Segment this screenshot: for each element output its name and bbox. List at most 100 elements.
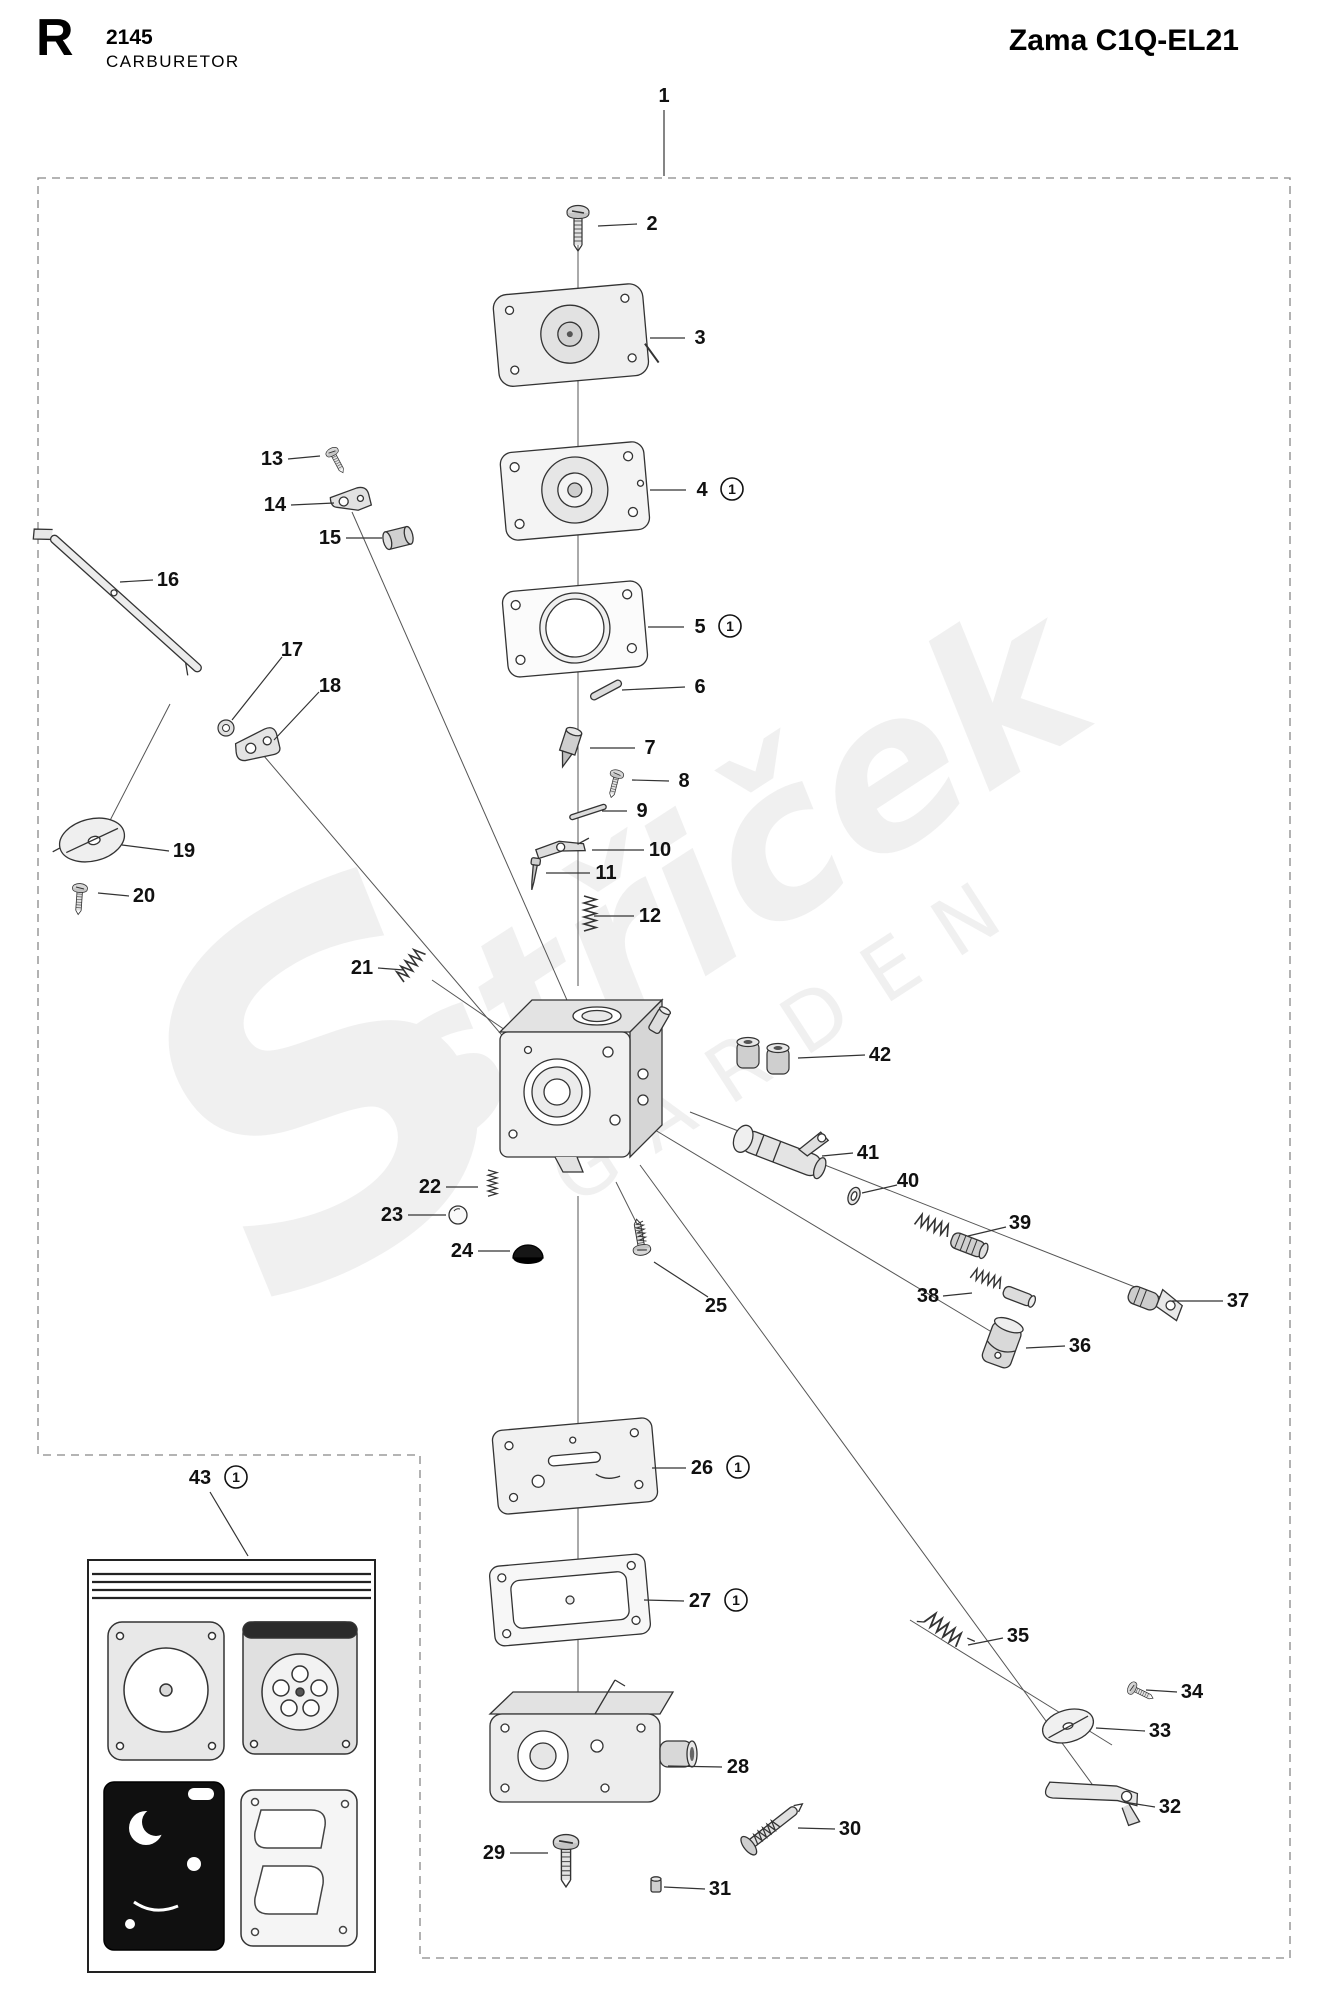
part-label-35: 35: [1007, 1625, 1029, 1647]
part-screw-30: [740, 1802, 804, 1856]
qty-badge-4: 1: [720, 477, 744, 501]
part-choke-rod-16: [32, 528, 202, 676]
part-needle-11: [530, 857, 542, 891]
leader-line-19: [121, 844, 170, 852]
part-pin-9: [569, 803, 607, 821]
leader-line-25: [653, 1261, 709, 1298]
part-label-18: 18: [319, 675, 341, 697]
part-label-16: 16: [157, 569, 179, 591]
leader-line-40: [861, 1184, 898, 1194]
leader-line-31: [663, 1886, 706, 1890]
part-idle-screw-39: [913, 1212, 989, 1260]
leader-line-27: [643, 1599, 685, 1602]
part-washer-40: [847, 1186, 861, 1206]
section-name: CARBURETOR: [106, 52, 240, 71]
leader-line-30: [797, 1827, 836, 1830]
part-swivel-37: [1127, 1285, 1184, 1322]
part-label-1: 1: [658, 85, 669, 107]
part-pump-body-28: [488, 1679, 698, 1803]
part-label-4: 4: [696, 479, 708, 501]
part-label-43: 43: [189, 1467, 211, 1489]
part-disc-33: [1041, 1708, 1095, 1744]
leader-line-20: [97, 892, 130, 897]
kit-black-gasket: [103, 1781, 225, 1951]
part-label-36: 36: [1069, 1335, 1091, 1357]
leader-line-32: [1123, 1801, 1156, 1808]
diagram-boundary: [37, 177, 1291, 1959]
part-label-41: 41: [857, 1142, 879, 1164]
part-gasket-5: [501, 580, 649, 678]
part-label-40: 40: [897, 1170, 919, 1192]
leader-line-43: [209, 1491, 249, 1557]
part-label-32: 32: [1159, 1796, 1181, 1818]
part-label-30: 30: [839, 1818, 861, 1840]
leader-line-16: [119, 579, 154, 583]
part-screw-2: [566, 204, 590, 252]
part-label-24: 24: [451, 1240, 474, 1262]
part-label-31: 31: [709, 1878, 731, 1900]
part-label-28: 28: [727, 1756, 749, 1778]
part-label-10: 10: [649, 839, 671, 861]
watermark: S střiček GARDEN: [38, 550, 1138, 1409]
carburetor-model-title: Zama C1Q-EL21: [1008, 24, 1239, 57]
part-washer-17: [217, 719, 235, 737]
part-cover-3: [492, 283, 660, 387]
part-plunger-38: [969, 1267, 1037, 1308]
part-label-20: 20: [133, 885, 155, 907]
part-label-27: 27: [689, 1590, 711, 1612]
part-bracket-14: [329, 486, 373, 511]
part-throttle-shaft-41: [732, 1124, 830, 1180]
part-screw-20: [70, 882, 89, 916]
part-screw-34: [1125, 1679, 1157, 1705]
qty-badge-5: 1: [718, 614, 742, 638]
part-label-17: 17: [281, 639, 303, 661]
part-plug-31: [650, 1876, 662, 1893]
section-letter: R: [36, 9, 74, 67]
kit-metering-diaphragm: [107, 1621, 225, 1761]
kit-pump-diaphragm: [242, 1621, 358, 1755]
kit-gasket-outline: [240, 1789, 358, 1947]
part-label-11: 11: [595, 862, 616, 884]
part-screw-13: [323, 445, 350, 477]
part-diaphragm-4: [499, 441, 651, 541]
part-label-25: 25: [705, 1295, 727, 1317]
part-pump-gasket-27: [488, 1553, 652, 1647]
svg-text:1: 1: [726, 618, 734, 634]
qty-badge-43: 1: [224, 1465, 248, 1489]
leader-line-42: [797, 1054, 866, 1059]
leader-line-28: [667, 1765, 723, 1768]
part-label-39: 39: [1009, 1212, 1031, 1234]
part-screw-29: [552, 1833, 580, 1888]
leader-line-34: [1145, 1689, 1178, 1693]
leader-line-6: [621, 686, 686, 691]
part-needle-valve-7: [558, 726, 583, 769]
qty-badge-27: 1: [724, 1588, 748, 1612]
part-label-2: 2: [646, 213, 657, 235]
part-label-42: 42: [869, 1044, 891, 1066]
part-metering-lever-10: [535, 837, 590, 860]
leader-line-35: [967, 1637, 1004, 1646]
part-label-7: 7: [644, 737, 655, 759]
part-screw-25: [627, 1217, 653, 1258]
part-label-5: 5: [694, 616, 705, 638]
part-label-22: 22: [419, 1176, 441, 1198]
leader-line-14: [290, 502, 335, 506]
leader-line-21: [377, 967, 405, 971]
part-label-38: 38: [917, 1285, 939, 1307]
parts-artwork: [32, 204, 1184, 1893]
part-label-3: 3: [694, 327, 705, 349]
part-label-12: 12: [639, 905, 661, 927]
gasket-kit-box: [87, 1559, 376, 1973]
part-lever-18: [234, 727, 281, 762]
part-bushing-15: [382, 525, 414, 551]
part-label-19: 19: [173, 840, 195, 862]
leader-line-38: [942, 1292, 973, 1297]
part-label-6: 6: [694, 676, 705, 698]
svg-text:1: 1: [728, 481, 736, 497]
part-label-8: 8: [678, 770, 689, 792]
model-number: 2145: [106, 26, 153, 49]
part-choke-plate-19: [52, 817, 126, 863]
part-label-14: 14: [264, 494, 287, 516]
